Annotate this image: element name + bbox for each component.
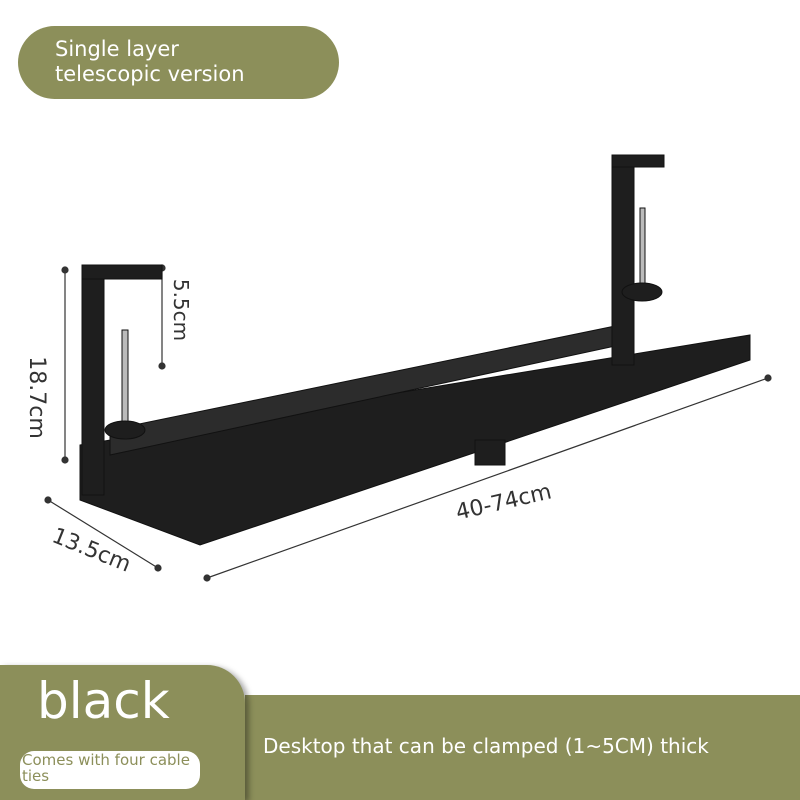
clamp-dimension: 5.5cm (169, 278, 194, 342)
version-badge: Single layer telescopic version (18, 26, 339, 99)
height-dimension: 18.7cm (23, 356, 49, 439)
accessory-note: Comes with four cable ties (20, 751, 200, 789)
badge-line-1: Single layer (55, 37, 179, 61)
footer-text: Desktop that can be clamped (1~5CM) thic… (263, 734, 709, 758)
footer-bar (245, 695, 800, 800)
cable-tray (79, 154, 751, 546)
badge-line-2: telescopic version (55, 62, 245, 86)
color-name: black (37, 672, 170, 730)
